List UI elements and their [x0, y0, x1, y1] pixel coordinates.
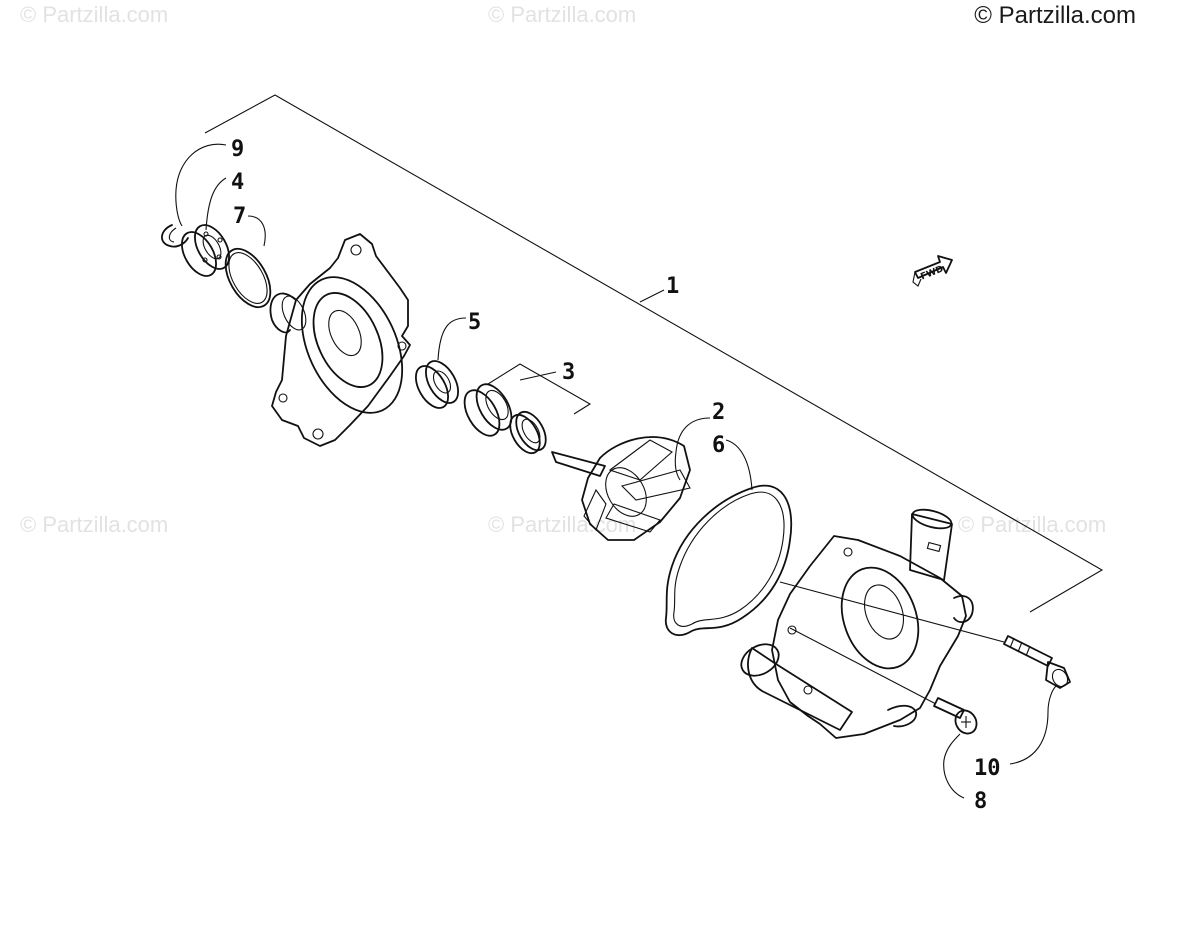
fwd-label: FWD	[919, 264, 945, 282]
part-4-bearing	[181, 224, 230, 277]
callout-2: 2	[712, 400, 725, 425]
part-3-seal-set	[463, 383, 547, 455]
callout-7: 7	[233, 204, 246, 229]
pump-body	[740, 508, 974, 739]
watermark-top-left: © Partzilla.com	[20, 2, 169, 27]
part-9-snap-ring	[161, 224, 189, 248]
part-5-bearing	[415, 360, 459, 409]
callout-1: 1	[666, 274, 679, 299]
watermark-mid-left: © Partzilla.com	[20, 512, 169, 537]
callout-10: 10	[974, 756, 1001, 781]
callout-labels: 9 4 7 1 5 3 2 6 10 8	[231, 137, 1001, 814]
fwd-arrow-icon: FWD	[912, 255, 953, 287]
watermark-mid-right: © Partzilla.com	[958, 512, 1107, 537]
callout-4: 4	[231, 170, 244, 195]
watermark-top-center: © Partzilla.com	[488, 2, 637, 27]
callout-3: 3	[562, 360, 575, 385]
pump-cover	[269, 233, 411, 447]
watermark-mid-center: © Partzilla.com	[488, 512, 637, 537]
part-7-o-ring	[224, 247, 272, 309]
callout-8: 8	[974, 789, 987, 814]
part-6-gasket	[664, 484, 793, 637]
watermark-corner: © Partzilla.com	[974, 2, 1136, 29]
part-8-bolt	[933, 697, 978, 735]
assembly-bracket	[204, 94, 1104, 613]
callout-5: 5	[468, 310, 481, 335]
callout-6: 6	[712, 433, 725, 458]
part-10-bolt	[1003, 635, 1071, 689]
leader-lines	[175, 143, 1057, 799]
part-2-impeller	[551, 436, 691, 541]
callout-9: 9	[231, 137, 244, 162]
